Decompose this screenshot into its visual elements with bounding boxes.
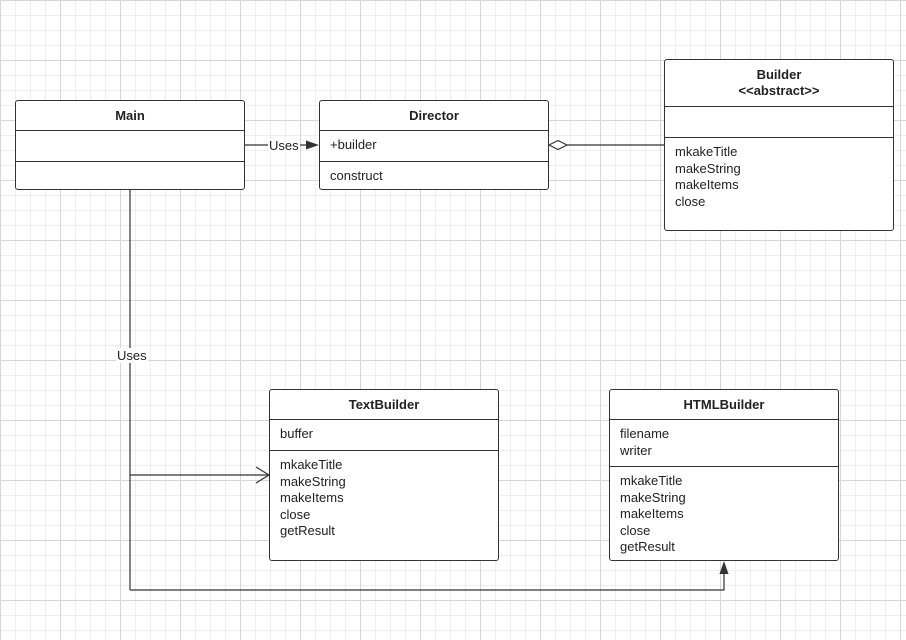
class-main-attributes [16,131,244,161]
class-builder-attributes [665,107,893,137]
class-htmlbuilder-attributes: filename writer [610,420,838,466]
class-director[interactable]: Director +builder construct [319,100,549,190]
class-builder[interactable]: Builder <<abstract>> mkakeTitle makeStri… [664,59,894,231]
uses-label-builders: Uses [116,348,148,363]
class-builder-method: makeString [675,160,741,176]
class-textbuilder-attribute: buffer [280,426,314,441]
class-htmlbuilder-attribute: writer [620,442,652,458]
class-htmlbuilder-method: getResult [620,539,675,554]
main-textbuilder-arrowhead [255,466,271,484]
class-textbuilder[interactable]: TextBuilder buffer mkakeTitle makeString… [269,389,499,561]
class-director-attributes: +builder [320,131,548,161]
class-htmlbuilder-attribute: filename [620,426,670,441]
class-textbuilder-attributes: buffer [270,420,498,450]
class-textbuilder-name: TextBuilder [348,396,420,412]
class-builder-name: Builder [756,67,802,82]
class-director-method: construct [330,168,383,183]
class-director-name: Director [409,107,459,123]
class-htmlbuilder-method: makeItems [620,506,684,521]
class-htmlbuilder[interactable]: HTMLBuilder filename writer mkakeTitle m… [609,389,839,561]
class-main-name: Main [115,107,145,123]
class-builder-header: Builder <<abstract>> [665,60,893,107]
class-director-header: Director [320,101,548,131]
class-builder-methods: mkakeTitle makeString makeItems close [665,137,893,230]
class-builder-stereotype: <<abstract>> [738,83,820,98]
class-htmlbuilder-method: makeString [620,489,686,505]
class-textbuilder-method: makeItems [280,490,344,505]
class-textbuilder-method: mkakeTitle [280,457,343,472]
class-textbuilder-method: getResult [280,523,335,538]
main-htmlbuilder-line [130,574,725,591]
class-builder-method: close [675,193,706,209]
class-textbuilder-header: TextBuilder [270,390,498,420]
class-htmlbuilder-name: HTMLBuilder [683,396,765,412]
aggregation-diamond [547,139,569,151]
class-director-attribute: +builder [330,137,377,152]
class-main-header: Main [16,101,244,131]
class-main[interactable]: Main [15,100,245,190]
class-director-methods: construct [320,161,548,189]
uses-label-director: Uses [268,138,300,153]
class-main-methods [16,161,244,189]
class-builder-method: makeItems [675,177,739,192]
class-htmlbuilder-method: mkakeTitle [620,473,683,488]
class-textbuilder-method: close [280,506,311,522]
class-textbuilder-method: makeString [280,473,346,489]
class-htmlbuilder-method: close [620,522,651,538]
class-builder-method: mkakeTitle [675,144,738,159]
class-htmlbuilder-header: HTMLBuilder [610,390,838,420]
main-htmlbuilder-arrowhead [719,561,729,574]
class-textbuilder-methods: mkakeTitle makeString makeItems close ge… [270,450,498,560]
main-director-arrowhead [306,140,319,150]
class-htmlbuilder-methods: mkakeTitle makeString makeItems close ge… [610,466,838,560]
